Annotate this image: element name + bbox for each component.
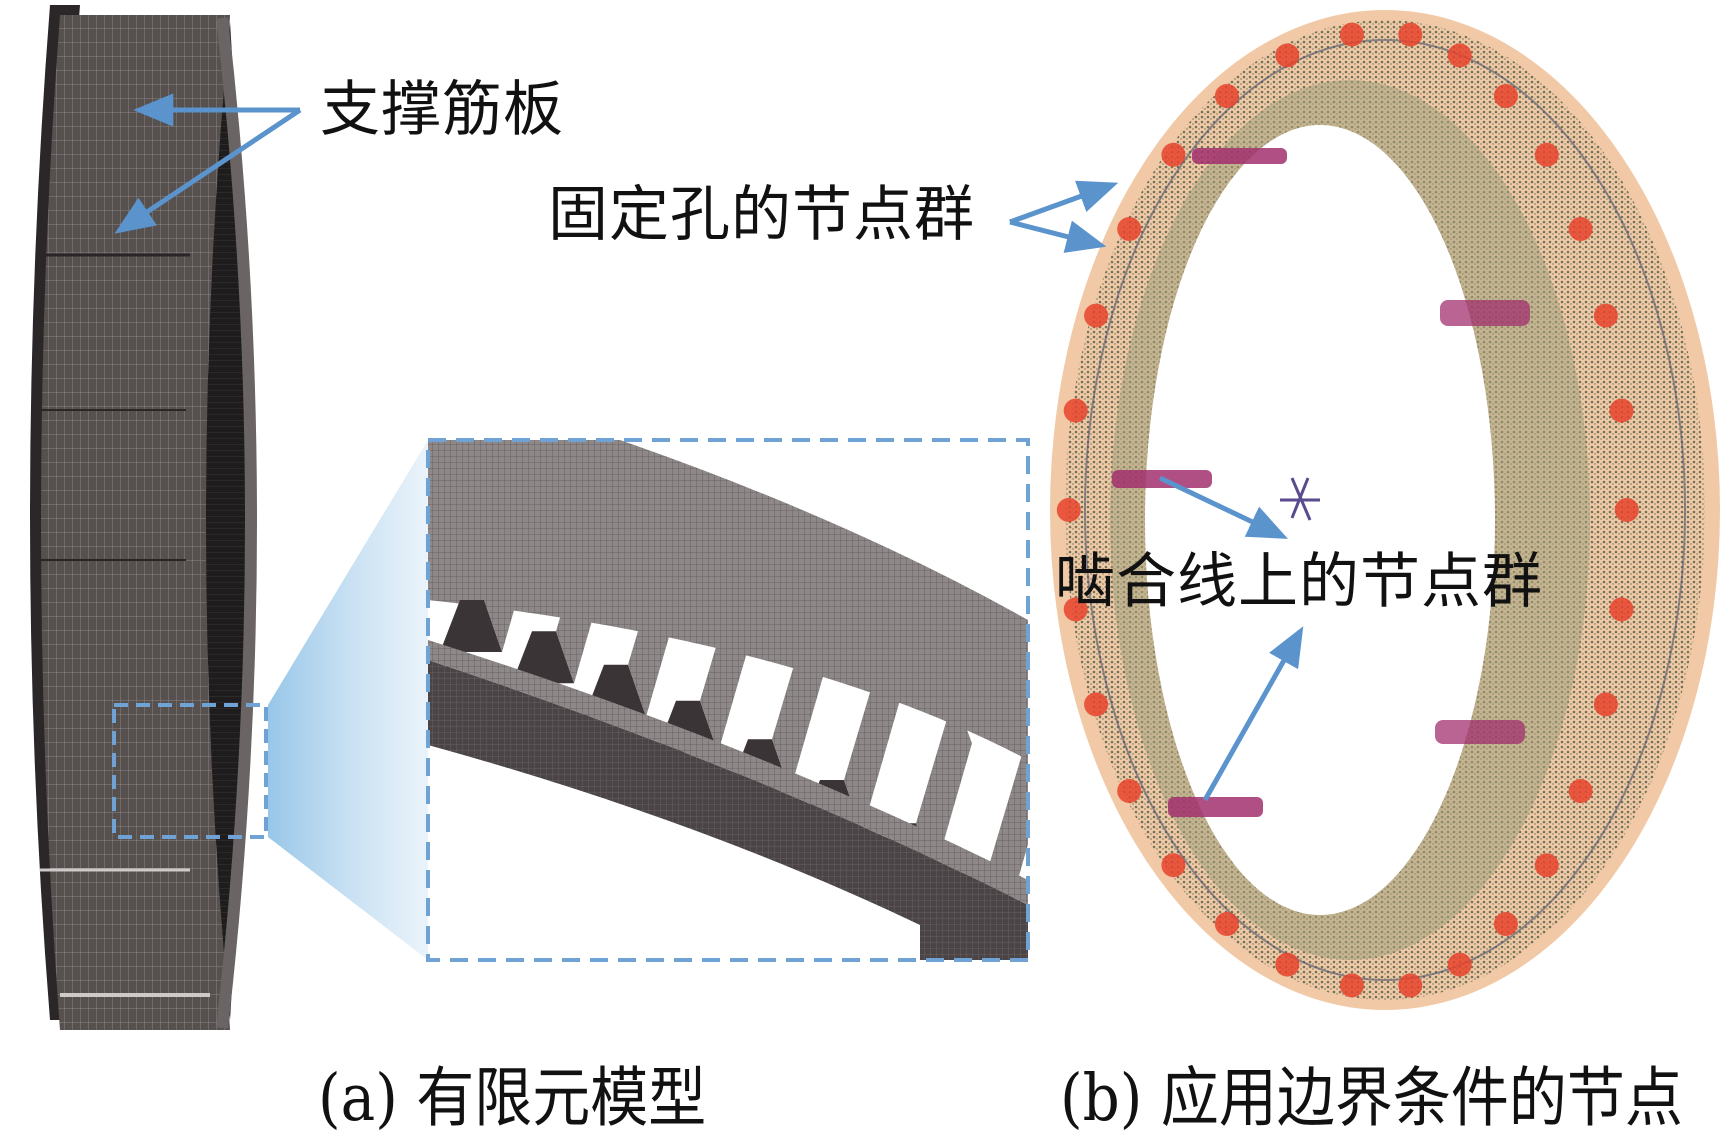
fixed-hole-node-cluster — [1084, 692, 1109, 717]
fixed-hole-node-cluster — [1447, 43, 1472, 68]
caption-panel-b: (b) 应用边界条件的节点 — [1060, 1059, 1683, 1136]
fixed-hole-nodes — [1056, 22, 1639, 998]
gear-tooth — [916, 695, 972, 876]
zoom-beam — [268, 440, 428, 960]
rib-arrow-2 — [114, 107, 302, 234]
fixed-hole-node-cluster — [1063, 398, 1088, 423]
fixed-hole-node-cluster — [1493, 84, 1518, 108]
center-marker-icon — [1280, 477, 1320, 521]
mesh-line-band — [1435, 720, 1525, 744]
mesh-line-band — [1168, 797, 1263, 817]
fixed-hole-node-cluster — [1609, 597, 1634, 622]
fixed-hole-arrow-2 — [1009, 219, 1107, 253]
fixed-hole-node-cluster — [1214, 84, 1239, 108]
fixed-hole-node-cluster — [1568, 217, 1593, 241]
fixed-hole-node-cluster — [1398, 22, 1423, 47]
fixed-hole-node-cluster — [1593, 303, 1618, 328]
fixed-hole-node-cluster — [1593, 692, 1618, 717]
gear-tooth-gap — [440, 600, 502, 652]
gear-tooth — [772, 611, 828, 792]
detail-source-box — [112, 703, 268, 839]
ring-rim — [216, 17, 257, 1029]
fixed-hole-node-cluster — [1084, 303, 1109, 328]
mesh-line-nodes — [1112, 148, 1530, 817]
fixed-hole-arrow-1 — [1009, 180, 1119, 225]
gear-tooth-gap — [512, 631, 574, 684]
fixed-hole-node-cluster — [1398, 973, 1423, 998]
panel-a-fe-model — [30, 5, 1116, 1030]
mesh-line-arrow-1 — [1158, 475, 1289, 539]
support-rib-label: 支撑筋板 — [320, 75, 564, 145]
fixed-hole-node-cluster — [1275, 952, 1300, 977]
gear-tooth — [700, 572, 756, 753]
fixed-hole-node-cluster — [1568, 779, 1593, 803]
mesh-line-arrow-2 — [1202, 626, 1304, 802]
fixed-hole-node-cluster — [1161, 142, 1186, 167]
gear-tooth — [484, 472, 540, 652]
fixed-hole-node-cluster — [1614, 498, 1639, 522]
gear-tooth — [844, 652, 900, 832]
fixed-hole-node-cluster — [1275, 43, 1300, 68]
mesh-line-nodes-label: 啮合线上的节点群 — [1055, 547, 1543, 617]
fixed-hole-node-cluster — [1447, 952, 1472, 977]
fixed-hole-node-cluster — [1534, 142, 1559, 167]
ring-body — [41, 15, 230, 1030]
gear-ring-side-view — [30, 5, 257, 1030]
panel-b-boundary-nodes — [1009, 10, 1720, 1010]
fixed-hole-node-cluster — [1117, 779, 1142, 803]
caption-panel-a: (a) 有限元模型 — [318, 1059, 707, 1136]
gear-tooth — [628, 536, 684, 717]
gear-tooth — [1060, 789, 1116, 969]
fixed-hole-node-cluster — [1063, 597, 1088, 622]
ring-bore — [206, 22, 246, 1020]
fixed-hole-node-cluster — [1214, 912, 1239, 936]
fixed-hole-node-cluster — [1339, 973, 1364, 998]
mesh-line-band — [1192, 148, 1287, 164]
fixed-hole-node-cluster — [1056, 498, 1081, 522]
fixed-hole-nodes-label: 固定孔的节点群 — [548, 180, 975, 250]
mesh-line-band — [1440, 300, 1530, 326]
gear-teeth-detail — [428, 440, 1116, 969]
gear-tooth — [556, 503, 612, 684]
fixed-hole-node-cluster — [1493, 912, 1518, 936]
fixed-hole-node-cluster — [1339, 22, 1364, 47]
fixed-hole-node-cluster — [1534, 853, 1559, 878]
fixed-hole-node-cluster — [1609, 398, 1634, 423]
fixed-hole-node-cluster — [1161, 853, 1186, 878]
fixed-hole-node-cluster — [1117, 217, 1142, 241]
